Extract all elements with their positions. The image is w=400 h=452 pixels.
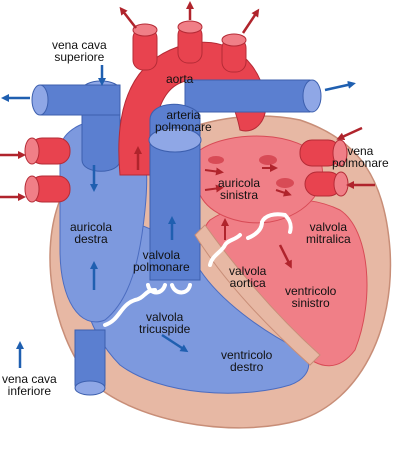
label-vena-cava-superiore: vena cava superiore: [52, 38, 107, 64]
label-valvola-polmonare: valvola polmonare: [133, 248, 190, 274]
label-valvola-tricuspide: valvola tricuspide: [139, 310, 191, 336]
label-auricola-sinistra: auricola sinistra: [218, 176, 261, 202]
arrow-pa-out-right: [324, 80, 356, 92]
label-valvola-aortica: valvola aortica: [229, 264, 267, 290]
label-arteria-polmonare: arteria polmonare: [155, 108, 212, 134]
arrow-pv-in-1: [336, 126, 363, 140]
pulmonary-valve: [146, 283, 192, 295]
label-vena-polmonare: vena polmonare: [332, 144, 389, 170]
label-auricola-destra: auricola destra: [70, 220, 113, 246]
arrow-aorta-left: [119, 6, 137, 29]
tricuspid-valve: [103, 288, 157, 327]
label-ventricolo-destro: ventricolo destro: [221, 348, 273, 374]
aortic-valve: [208, 233, 242, 267]
pulmonary-artery-left: [39, 84, 121, 116]
arrow-rv: [161, 333, 189, 353]
pulmonary-artery-right: [184, 79, 311, 113]
arrow-aorta-right: [241, 8, 260, 34]
label-valvola-mitralica: valvola mitralica: [306, 220, 351, 246]
label-vena-cava-inferiore: vena cava inferiore: [2, 372, 57, 398]
mitral-valve: [246, 212, 293, 240]
label-aorta: aorta: [166, 72, 194, 86]
interventricular-septum: [194, 224, 321, 366]
arrow-lv: [278, 244, 292, 269]
label-ventricolo-sinistro: ventricolo sinistro: [285, 284, 337, 310]
